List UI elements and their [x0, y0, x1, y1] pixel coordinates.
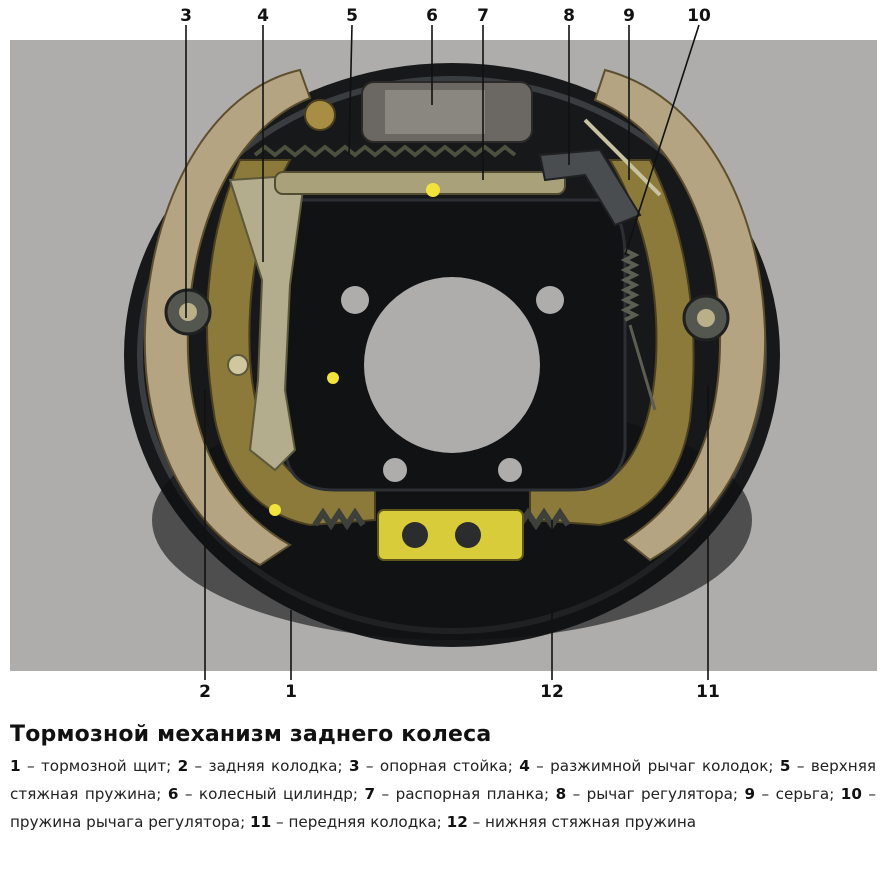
brake-diagram: 3 4 5 6 7 8 9 10 2 1 12 11: [10, 6, 877, 702]
anchor-block: [377, 509, 524, 561]
yellow-mark: [426, 183, 440, 197]
bleed-valve: [304, 99, 336, 131]
legend-label: колесный цилиндр: [198, 785, 353, 803]
wheel-cylinder-body: [385, 90, 485, 134]
callout-1: 1: [285, 682, 297, 702]
legend-item: 7 – распорная планка;: [364, 785, 550, 803]
caption-title: Тормозной механизм заднего колеса: [10, 722, 492, 747]
callout-11: 11: [696, 682, 720, 702]
legend-number: 4: [519, 757, 530, 775]
legend-number: 5: [779, 757, 791, 775]
leader-lines: [185, 24, 709, 680]
legend-label: рычаг регулятора: [586, 785, 733, 803]
legend-number: 8: [555, 785, 567, 803]
regulator-spring: [620, 248, 640, 322]
callout-7: 7: [477, 6, 489, 26]
bolt-hole-2: [536, 286, 564, 314]
parking-brake-lever: [228, 173, 307, 472]
hold-down-pin-right-cap: [697, 309, 715, 327]
callout-10: 10: [687, 6, 711, 26]
legend-number: 9: [744, 785, 756, 803]
hold-down-pin-left-cap: [179, 303, 197, 321]
legend-number: 3: [348, 757, 360, 775]
brake-illustration: [124, 24, 780, 680]
yellow-mark: [269, 504, 281, 516]
anchor-rivet-2: [455, 522, 481, 548]
legend-item: 10 – пружина рычага регулятора;: [10, 785, 876, 831]
anchor-rivet-1: [402, 522, 428, 548]
legend-item: 11 – передняя колодка;: [250, 813, 442, 831]
legend-item: 6 – колесный цилиндр;: [167, 785, 359, 803]
callout-12: 12: [540, 682, 564, 702]
legend-label: тормозной щит: [40, 757, 167, 775]
bolt-hole-1: [341, 286, 369, 314]
leader-line-5: [348, 24, 353, 156]
legend-item: 1 – тормозной щит;: [10, 757, 172, 775]
legend-number: 10: [840, 785, 862, 803]
lever-rivet: [227, 354, 249, 376]
yellow-mark: [327, 372, 339, 384]
callout-9: 9: [623, 6, 635, 26]
lower-spring: [312, 507, 571, 531]
legend-label: нижняя стяжная пружина: [485, 813, 697, 831]
legend-label: распорная планка: [395, 785, 544, 803]
callout-6: 6: [426, 6, 438, 26]
callout-3: 3: [180, 6, 192, 26]
legend-item: 9 – серьга;: [744, 785, 835, 803]
bolt-hole-3: [383, 458, 407, 482]
legend-label: опорная стойка: [379, 757, 508, 775]
legend-label: передняя колодка: [288, 813, 437, 831]
bolt-hole-4: [498, 458, 522, 482]
legend-text: 1 – тормозной щит; 2 – задняя колодка; 3…: [10, 752, 876, 836]
strut-bar: [274, 171, 566, 195]
legend-item: 5 – верхняя стяжная пружина;: [10, 757, 876, 803]
legend-item: 3 – опорная стойка;: [348, 757, 513, 775]
legend-label: разжимной рычаг колодок: [550, 757, 769, 775]
legend-item: 4 – разжимной рычаг колодок;: [519, 757, 774, 775]
callout-4: 4: [257, 6, 269, 26]
legend-number: 2: [177, 757, 189, 775]
legend-number: 1: [10, 757, 21, 775]
legend-item: 8 – рычаг регулятора;: [555, 785, 739, 803]
legend-number: 6: [167, 785, 179, 803]
hub-hole: [364, 277, 540, 453]
legend-number: 11: [250, 813, 272, 831]
callout-2: 2: [199, 682, 211, 702]
legend-number: 12: [446, 813, 468, 831]
upper-spring: [253, 144, 517, 158]
callout-5: 5: [346, 6, 358, 26]
legend-label: серьга: [775, 785, 830, 803]
legend-item: 2 – задняя колодка;: [177, 757, 343, 775]
adjuster-lever: [538, 148, 642, 227]
legend-item: 12 – нижняя стяжная пружина: [446, 813, 697, 831]
callout-8: 8: [563, 6, 575, 26]
legend-label: верхняя стяжная пружина: [10, 757, 876, 803]
leader-line-10: [624, 24, 700, 256]
legend-label: задняя колодка: [208, 757, 338, 775]
regulator-spring-hook: [628, 324, 657, 411]
front-shoe-lining: [593, 68, 767, 562]
legend-number: 7: [364, 785, 376, 803]
legend-label: пружина рычага регулятора: [10, 813, 241, 831]
